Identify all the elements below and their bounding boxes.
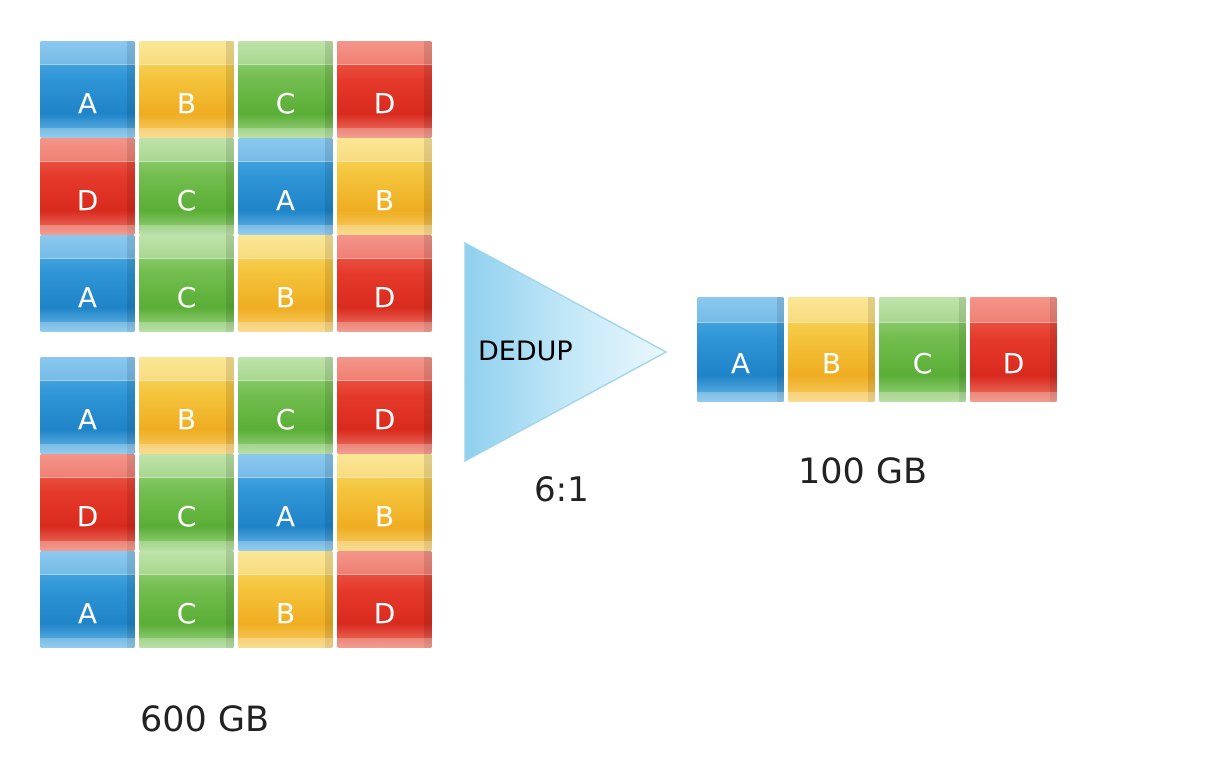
block-d: D xyxy=(337,41,432,138)
block-letter: C xyxy=(176,280,197,314)
block-a: A xyxy=(40,551,135,648)
block-letter: B xyxy=(275,280,296,314)
block-c: C xyxy=(139,551,234,648)
dedup-label: DEDUP xyxy=(478,336,573,367)
block-a: A xyxy=(238,454,333,551)
block-b: B xyxy=(139,41,234,138)
block-d: D xyxy=(337,357,432,454)
dedup-ratio: 6:1 xyxy=(534,470,589,510)
block-letter: C xyxy=(275,402,296,436)
block-letter: C xyxy=(912,346,933,380)
source-blocks-top: A B C D D C A B A C B D xyxy=(40,41,432,332)
block-a: A xyxy=(40,235,135,332)
block-c: C xyxy=(139,235,234,332)
block-a: A xyxy=(697,297,784,402)
dedup-arrow-icon xyxy=(464,241,668,463)
block-letter: A xyxy=(275,183,296,217)
block-b: B xyxy=(337,138,432,235)
block-letter: B xyxy=(176,402,197,436)
block-b: B xyxy=(238,551,333,648)
block-letter: D xyxy=(373,280,396,314)
input-size-label: 600 GB xyxy=(140,700,270,740)
block-letter: B xyxy=(374,183,395,217)
deduplicated-blocks: A B C D xyxy=(697,297,1057,402)
block-letter: C xyxy=(275,86,296,120)
block-a: A xyxy=(40,357,135,454)
block-a: A xyxy=(238,138,333,235)
block-letter: A xyxy=(275,499,296,533)
block-letter: B xyxy=(275,596,296,630)
block-letter: D xyxy=(76,183,99,217)
block-d: D xyxy=(970,297,1057,402)
block-b: B xyxy=(337,454,432,551)
block-letter: B xyxy=(176,86,197,120)
block-letter: A xyxy=(77,596,98,630)
block-letter: A xyxy=(77,86,98,120)
block-letter: D xyxy=(76,499,99,533)
block-c: C xyxy=(238,41,333,138)
block-letter: D xyxy=(373,402,396,436)
block-letter: D xyxy=(373,86,396,120)
block-letter: C xyxy=(176,499,197,533)
block-b: B xyxy=(238,235,333,332)
block-letter: A xyxy=(730,346,751,380)
block-letter: B xyxy=(374,499,395,533)
block-c: C xyxy=(238,357,333,454)
block-d: D xyxy=(337,235,432,332)
block-letter: C xyxy=(176,596,197,630)
output-size-label: 100 GB xyxy=(798,452,928,492)
block-a: A xyxy=(40,41,135,138)
block-letter: D xyxy=(1002,346,1025,380)
block-letter: C xyxy=(176,183,197,217)
block-letter: A xyxy=(77,402,98,436)
block-b: B xyxy=(788,297,875,402)
block-letter: A xyxy=(77,280,98,314)
block-letter: B xyxy=(821,346,842,380)
source-blocks-bottom: A B C D D C A B A C B D xyxy=(40,357,432,648)
block-d: D xyxy=(40,138,135,235)
block-d: D xyxy=(40,454,135,551)
block-c: C xyxy=(139,138,234,235)
block-c: C xyxy=(139,454,234,551)
block-d: D xyxy=(337,551,432,648)
block-b: B xyxy=(139,357,234,454)
block-c: C xyxy=(879,297,966,402)
block-letter: D xyxy=(373,596,396,630)
